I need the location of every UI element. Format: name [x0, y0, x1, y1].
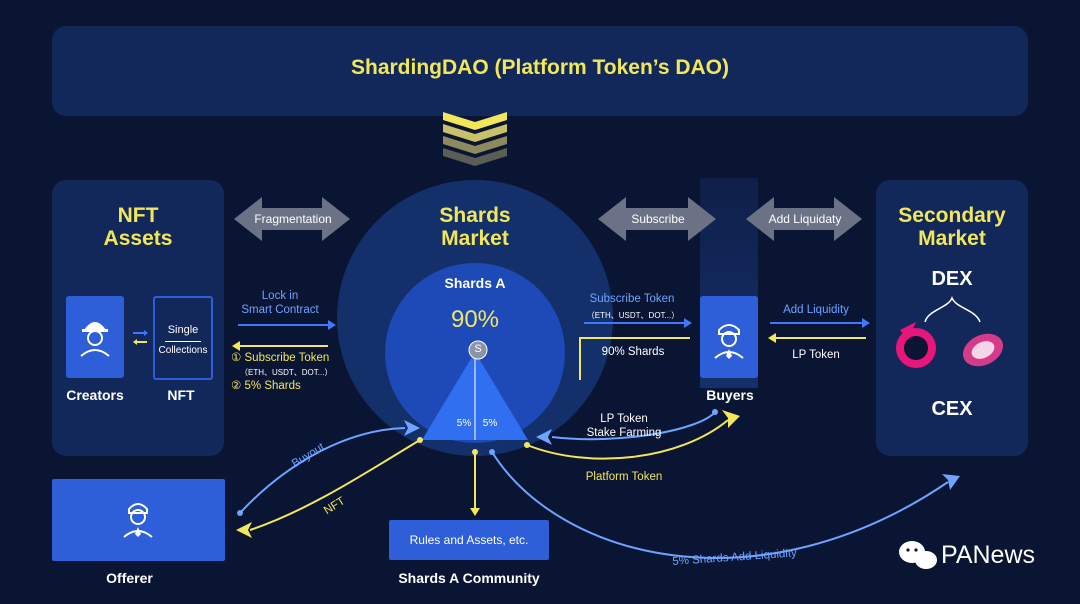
- collections-label: Collections: [158, 345, 208, 356]
- offerer-card: [52, 479, 225, 561]
- nft-collection-card: Single Collections: [153, 296, 213, 380]
- secondary-market-panel: [876, 180, 1028, 456]
- creators-card: [66, 296, 124, 378]
- sushi-logo-icon: [962, 333, 1004, 367]
- unicorn-logo-icon: [896, 322, 936, 368]
- add-liquidaty-label: Add Liquidaty: [768, 212, 842, 226]
- right-slice-label: 5%: [482, 418, 498, 429]
- ninety-percent-label: 90%: [450, 306, 500, 333]
- lp-token-label: LP Token: [792, 349, 840, 361]
- rules-card: Rules and Assets, etc.: [389, 520, 549, 560]
- buyers-label: Buyers: [706, 387, 754, 403]
- fragmentation-double-arrow: [234, 197, 350, 241]
- nft-assets-title: NFT Assets: [103, 204, 173, 250]
- lock-in-label: Lock in Smart Contract: [241, 290, 319, 316]
- subscribe-label: Subscribe: [631, 212, 685, 226]
- plane-icon-nft: [236, 522, 252, 538]
- platform-token-label: Platform Token: [585, 471, 663, 483]
- fragmentation-label: Fragmentation: [254, 212, 332, 226]
- offerer-icon: [123, 503, 153, 538]
- lp-staking-label: LP Token Stake Farming: [586, 413, 662, 439]
- buyers-card: [700, 296, 758, 378]
- shards-a-label: Shards A: [444, 275, 506, 291]
- divider: [165, 341, 201, 342]
- plane-icon-buyout: [404, 420, 420, 436]
- right-subscribe-token: Subscribe Token: [589, 293, 675, 305]
- single-label: Single: [167, 324, 199, 336]
- secondary-market-title: Secondary Market: [898, 204, 1006, 250]
- s-badge-label: S: [474, 343, 482, 355]
- five-shards-step: ② 5% Shards: [231, 380, 301, 392]
- down-chevrons-icon: [443, 112, 507, 166]
- community-label: Shards A Community: [398, 570, 540, 586]
- rules-label: Rules and Assets, etc.: [409, 533, 529, 547]
- dex-label: DEX: [931, 268, 973, 290]
- ninety-shards-label: 90% Shards: [601, 346, 665, 358]
- page-title: ShardingDAO (Platform Token’s DAO): [350, 56, 730, 79]
- plane-icon-platform: [722, 410, 740, 428]
- left-currencies: （ETH、USDT、DOT...）: [240, 368, 333, 377]
- add-liquidity-label: Add Liquidity: [783, 304, 849, 316]
- plane-icon-lp: [536, 429, 552, 445]
- nft-label: NFT: [167, 387, 195, 403]
- wechat-icon: [899, 541, 937, 569]
- shards-market-title: Shards Market: [439, 204, 511, 250]
- header-panel: [52, 26, 1028, 116]
- worker-icon: [80, 322, 110, 357]
- offerer-label: Offerer: [106, 570, 153, 586]
- left-slice-label: 5%: [456, 418, 472, 429]
- cex-label: CEX: [931, 398, 973, 420]
- add-liquidaty-double-arrow: [746, 197, 862, 241]
- subscribe-double-arrow: [598, 197, 716, 241]
- plane-icon-liquidity: [942, 474, 960, 490]
- watermark-text: PANews: [941, 541, 1036, 569]
- subscribe-token-step: ① Subscribe Token: [231, 352, 330, 364]
- s-badge-icon: [468, 340, 488, 360]
- creators-label: Creators: [66, 387, 124, 403]
- buyer-icon: [714, 324, 744, 359]
- right-currencies: （ETH、USDT、DOT...）: [586, 311, 680, 320]
